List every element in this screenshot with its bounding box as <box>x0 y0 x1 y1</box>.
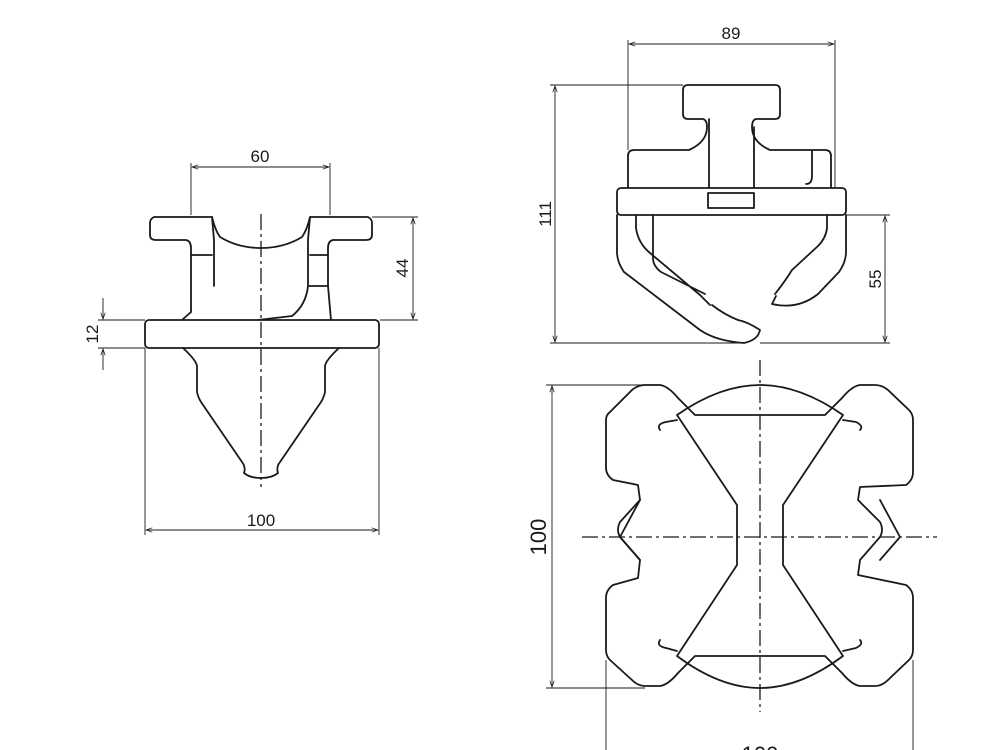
side-lower-skirt <box>616 214 847 344</box>
plan-lugs <box>619 419 901 652</box>
plan-dim-100v-label: 100 <box>526 519 551 556</box>
side-dim-89-label: 89 <box>722 24 741 43</box>
front-dim-60-label: 60 <box>251 147 270 166</box>
side-dim-55-label: 55 <box>866 270 885 289</box>
side-view: 89 111 55 <box>536 24 890 344</box>
front-dim-100-label: 100 <box>247 511 275 530</box>
front-stem-lines <box>181 216 332 321</box>
side-top-body <box>627 84 832 189</box>
front-top-pad <box>149 216 373 313</box>
front-flange <box>144 319 380 349</box>
plan-view: 100 100 <box>526 360 937 750</box>
plan-dim-100h-label: 100 <box>742 742 779 750</box>
front-dim-44-label: 44 <box>393 259 412 278</box>
front-dim-12-label: 12 <box>83 325 102 344</box>
side-window <box>707 192 755 209</box>
front-view: 60 44 12 100 <box>83 147 418 535</box>
side-dim-111-label: 111 <box>536 201 555 227</box>
side-band <box>616 187 847 216</box>
